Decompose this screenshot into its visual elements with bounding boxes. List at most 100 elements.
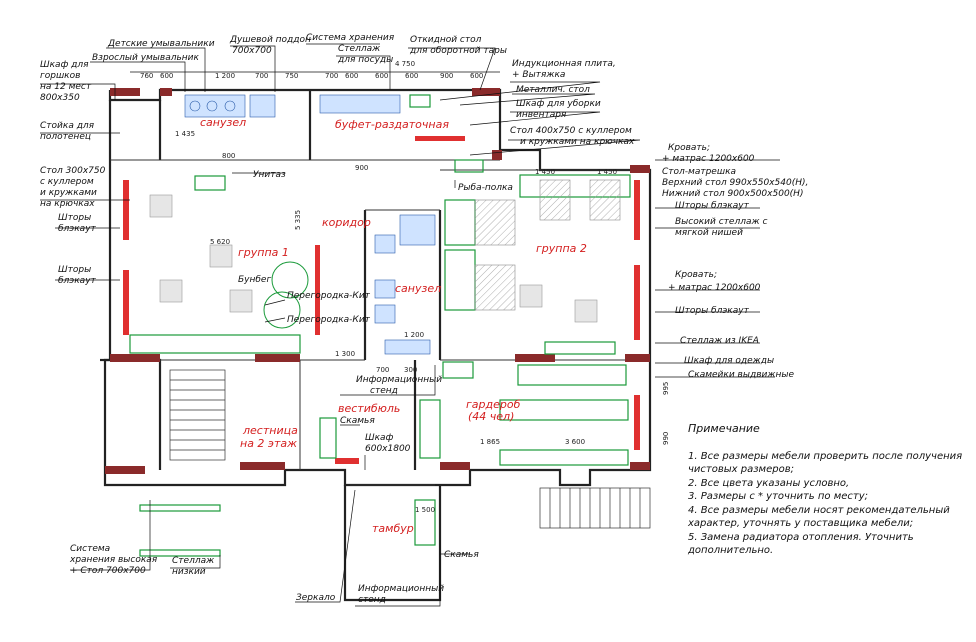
dim-1865: 1 865 [480,438,500,446]
label-stol400: Стол 400х750 с куллером [510,126,632,136]
label-unitaz: Унитаз [253,170,286,180]
radiators [123,136,640,464]
label-shkaf-odezhdy: Шкаф для одежды [684,356,774,366]
notes: Примечание 1. Все размеры мебели провери… [687,422,962,556]
dim-1300: 1 300 [335,350,355,358]
dim-750: 750 [285,72,298,80]
label-shkaf600: Шкаф [365,433,394,443]
room-garderob: гардероб [466,398,521,411]
note-3: 3. Размеры с * уточнить по месту; [688,491,868,502]
label-byvets: Бунбег [238,275,271,285]
room-tambur: тамбур [372,522,414,535]
dim-600b: 600 [345,72,358,80]
label-sistema-low-2: хранения высокая [69,555,158,565]
note-4: 4. Все размеры мебели носят рекомендател… [688,504,950,516]
label-shkaf600-2: 600х1800 [365,444,411,454]
note-1b: чистовых размеров; [688,464,794,475]
room-gruppa1: группа 1 [238,246,289,259]
label-peregorodka-1: Перегородка-Кит [287,291,371,301]
label-stol300-4: на крючках [40,199,95,209]
label-shtory-left-2: Шторы [58,265,91,275]
label-stol400-2: и кружками на крючках [520,137,635,147]
dim-1450b: 1 450 [597,168,617,176]
label-sistema-hran-top: Система хранения [306,33,395,43]
room-koridor: коридор [322,216,371,229]
room-lestnica-floor: на 2 этаж [240,437,297,450]
room-bufet: буфет-раздаточная [335,118,449,131]
label-info-stend-1b: стенд [370,386,398,396]
label-krovat-2: Кровать; [675,270,717,280]
label-info-stend-2: Информационный [358,584,444,594]
dim-990: 990 [662,432,670,445]
dim-1450a: 1 450 [535,168,555,176]
dim-1500: 1 500 [415,506,435,514]
label-shkaf-gorshkov-3: на 12 мест [40,82,92,92]
label-peregorodka-2: Перегородка-Кит [287,315,371,325]
label-stol-matreshka: Стол-матрешка [662,167,736,177]
sanitary-fixtures [184,94,436,355]
dim-900: 900 [440,72,453,80]
label-stellazh-nizkiy: Стеллаж [172,556,215,566]
label-stellazh-nizkiy-2: низкий [172,567,206,577]
label-stellazh-posuda-2: для посуды [337,55,393,65]
label-metall-stol: Металлич. стол [516,85,590,95]
label-shkaf-uborki: Шкаф для уборки [516,99,601,109]
callouts: Детские умывальники Взрослый умывальник … [40,33,808,605]
dim-600a: 600 [160,72,173,80]
dim-5620: 5 620 [210,238,230,246]
staircase [169,369,651,529]
label-otkidnoy: Откидной стол [410,35,482,45]
label-stoika-2: полотенец [40,132,91,142]
dim-600d: 600 [405,72,418,80]
dim-700b: 700 [325,72,338,80]
dim-300: 300 [404,366,417,374]
label-stol-matreshka-2: Верхний стол 990х550х540(Н), [662,178,808,188]
tables-and-beds [149,179,621,329]
label-sistema-low: Система [70,544,110,554]
label-stol-matreshka-3: Нижний стол 900х500х500(Н) [662,189,803,199]
furniture [129,94,631,557]
label-shtory-left-1b: блэкаут [58,224,97,234]
room-labels: санузел буфет-раздаточная коридор группа… [200,116,587,535]
room-garderob-count: (44 чел) [468,410,514,423]
dim-1200: 1 200 [215,72,235,80]
label-skamya-tambur: Скамья [444,550,479,560]
label-krovat-1: Кровать; [668,143,710,153]
label-skamya-vest: Скамья [340,416,375,426]
dim-600e: 600 [470,72,483,80]
label-shtory-right-2: Шторы блэкаут [675,306,750,316]
dim-5335: 5 335 [294,210,302,230]
dim-800: 800 [222,152,235,160]
label-induk: Индукционная плита, [512,59,616,69]
dim-700a: 700 [255,72,268,80]
label-stellazh-posuda: Стеллаж [338,44,381,54]
room-vestibul: вестибюль [338,402,400,415]
label-dush: Душевой поддон [229,35,311,45]
label-skameyki: Скамейки выдвижные [688,370,794,380]
label-sistema-low-3: + Стол 700х700 [70,566,146,576]
label-shkaf-uborki-2: инвентаря [516,110,567,120]
dimensions: 760 600 1 200 700 750 700 600 600 600 90… [130,60,670,514]
note-2: 2. Все цвета указаны условно, [688,478,849,489]
notes-title: Примечание [688,422,760,435]
label-otkidnoy-2: для оборотной тары [409,46,507,56]
label-shkaf-gorshkov-2: горшков [40,71,80,81]
dim-700c: 700 [376,366,389,374]
label-induk-2: + Вытяжка [512,70,565,80]
label-shtory-right-1: Шторы блэкаут [675,201,750,211]
label-detskie-umyv: Детские умывальники [107,39,215,49]
label-ryba-polka: Рыба-полка [458,183,513,193]
label-stoika: Стойка для [40,121,95,131]
label-shkaf-gorshkov-4: 800х350 [40,93,80,103]
label-shtory-left-1: Шторы [58,213,91,223]
label-vysokiy-2: мягкой нишей [675,228,743,238]
columns [105,88,650,474]
label-stol300-3: и кружками [40,188,97,198]
leaders [40,43,780,607]
room-gruppa2: группа 2 [536,242,587,255]
dim-600c: 600 [375,72,388,80]
note-5: 5. Замена радиатора отопления. Уточнить [688,532,914,543]
note-1: 1. Все размеры мебели проверить после по… [688,450,962,462]
dim-900b: 900 [355,164,368,172]
